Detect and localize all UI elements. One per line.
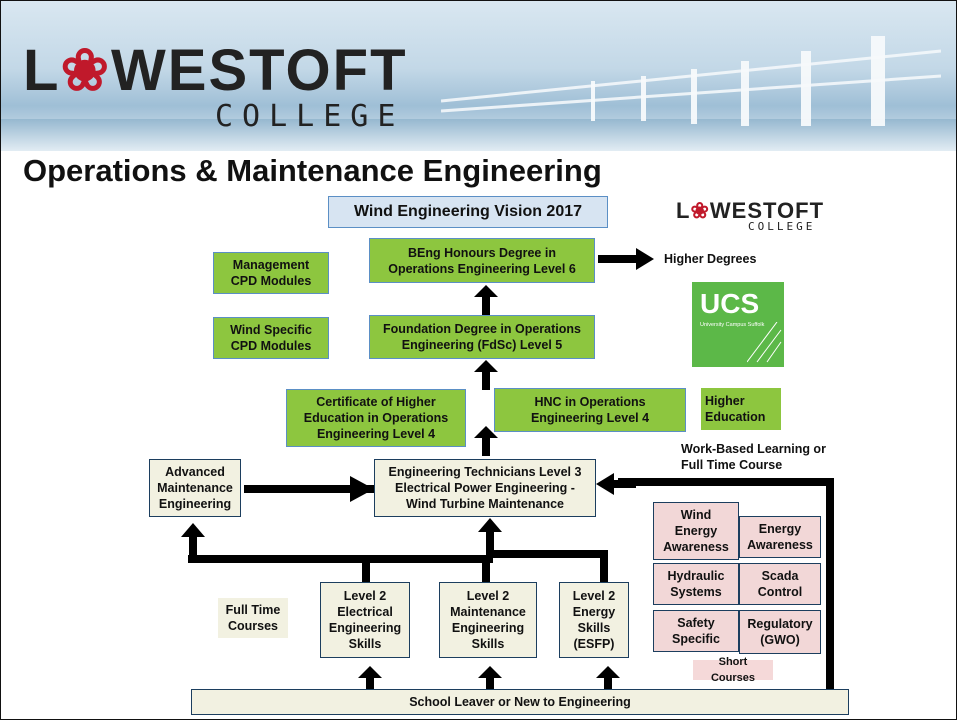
level2-energy-box: Level 2 Energy Skills (ESFP) bbox=[559, 582, 629, 658]
management-cpd-box: Management CPD Modules bbox=[213, 252, 329, 294]
short-course-scada: Scada Control bbox=[739, 563, 821, 605]
connector-bar bbox=[826, 478, 834, 690]
arrow-left-icon bbox=[596, 473, 636, 495]
ucs-logo: UCS University Campus Suffolk bbox=[691, 281, 785, 368]
connector-bar bbox=[362, 560, 370, 582]
connector-bar bbox=[618, 478, 834, 486]
short-course-hydraulic: Hydraulic Systems bbox=[653, 563, 739, 605]
arrow-up-icon bbox=[478, 666, 502, 692]
full-time-courses-label: Full Time Courses bbox=[218, 598, 288, 638]
diagram-title: Wind Engineering Vision 2017 bbox=[328, 196, 608, 228]
arrow-up-icon bbox=[596, 666, 620, 692]
slide-title: Operations & Maintenance Engineering bbox=[23, 153, 602, 188]
ucs-graphic-icon bbox=[747, 322, 782, 363]
short-courses-label: Short Courses bbox=[693, 656, 773, 684]
logo-text: WESTOFT bbox=[709, 198, 825, 223]
level2-maintenance-box: Level 2 Maintenance Engineering Skills bbox=[439, 582, 537, 658]
higher-degrees-label: Higher Degrees bbox=[664, 252, 757, 266]
technicians-box: Engineering Technicians Level 3 Electric… bbox=[374, 459, 596, 517]
certhe-box: Certificate of Higher Education in Opera… bbox=[286, 389, 466, 447]
arrow-up-icon bbox=[181, 523, 205, 563]
arrow-up-icon bbox=[358, 666, 382, 692]
vision-diagram: Wind Engineering Vision 2017 L❀WESTOFT C… bbox=[136, 188, 849, 719]
arrow-right-icon bbox=[246, 476, 374, 502]
lowestoft-college-logo: L❀WESTOFT COLLEGE bbox=[23, 38, 408, 135]
hnc-box: HNC in Operations Engineering Level 4 bbox=[494, 388, 686, 432]
arrow-up-icon bbox=[478, 518, 502, 558]
arrow-up-icon bbox=[474, 285, 498, 315]
short-course-energy-awareness: Energy Awareness bbox=[739, 516, 821, 558]
logo-subtext: COLLEGE bbox=[215, 99, 405, 134]
short-course-regulatory: Regulatory (GWO) bbox=[739, 610, 821, 654]
connector-bar bbox=[188, 555, 493, 563]
higher-education-label: Higher Education bbox=[701, 388, 781, 430]
level2-electrical-box: Level 2 Electrical Engineering Skills bbox=[320, 582, 410, 658]
arrow-up-icon bbox=[474, 426, 498, 456]
logo-mark-icon: ❀ bbox=[60, 38, 112, 103]
ucs-subtitle: University Campus Suffolk bbox=[700, 322, 765, 328]
logo-letter: L bbox=[23, 38, 61, 103]
banner-sea-image bbox=[1, 119, 956, 151]
logo-mark-icon: ❀ bbox=[690, 198, 710, 223]
ucs-title: UCS bbox=[700, 288, 760, 319]
work-based-label: Work-Based Learning or Full Time Course bbox=[681, 442, 826, 472]
lowestoft-college-logo-small: L❀WESTOFT COLLEGE bbox=[676, 198, 825, 233]
wind-cpd-box: Wind Specific CPD Modules bbox=[213, 317, 329, 359]
wind-turbine-graphic bbox=[441, 36, 941, 126]
short-course-wind-energy: Wind Energy Awareness bbox=[653, 502, 739, 560]
arrow-right-icon bbox=[598, 248, 654, 270]
school-leaver-box: School Leaver or New to Engineering bbox=[191, 689, 849, 715]
connector-bar bbox=[482, 560, 490, 582]
logo-subtext: COLLEGE bbox=[748, 220, 816, 233]
logo-text: WESTOFT bbox=[111, 38, 408, 103]
connector-bar bbox=[488, 550, 608, 558]
advanced-maintenance-box: Advanced Maintenance Engineering bbox=[149, 459, 241, 517]
beng-box: BEng Honours Degree in Operations Engine… bbox=[369, 238, 595, 283]
logo-letter: L bbox=[676, 198, 691, 223]
connector-bar bbox=[600, 550, 608, 582]
foundation-degree-box: Foundation Degree in Operations Engineer… bbox=[369, 315, 595, 359]
header-banner bbox=[1, 1, 956, 151]
arrow-up-icon bbox=[474, 360, 498, 390]
short-course-safety: Safety Specific bbox=[653, 610, 739, 652]
